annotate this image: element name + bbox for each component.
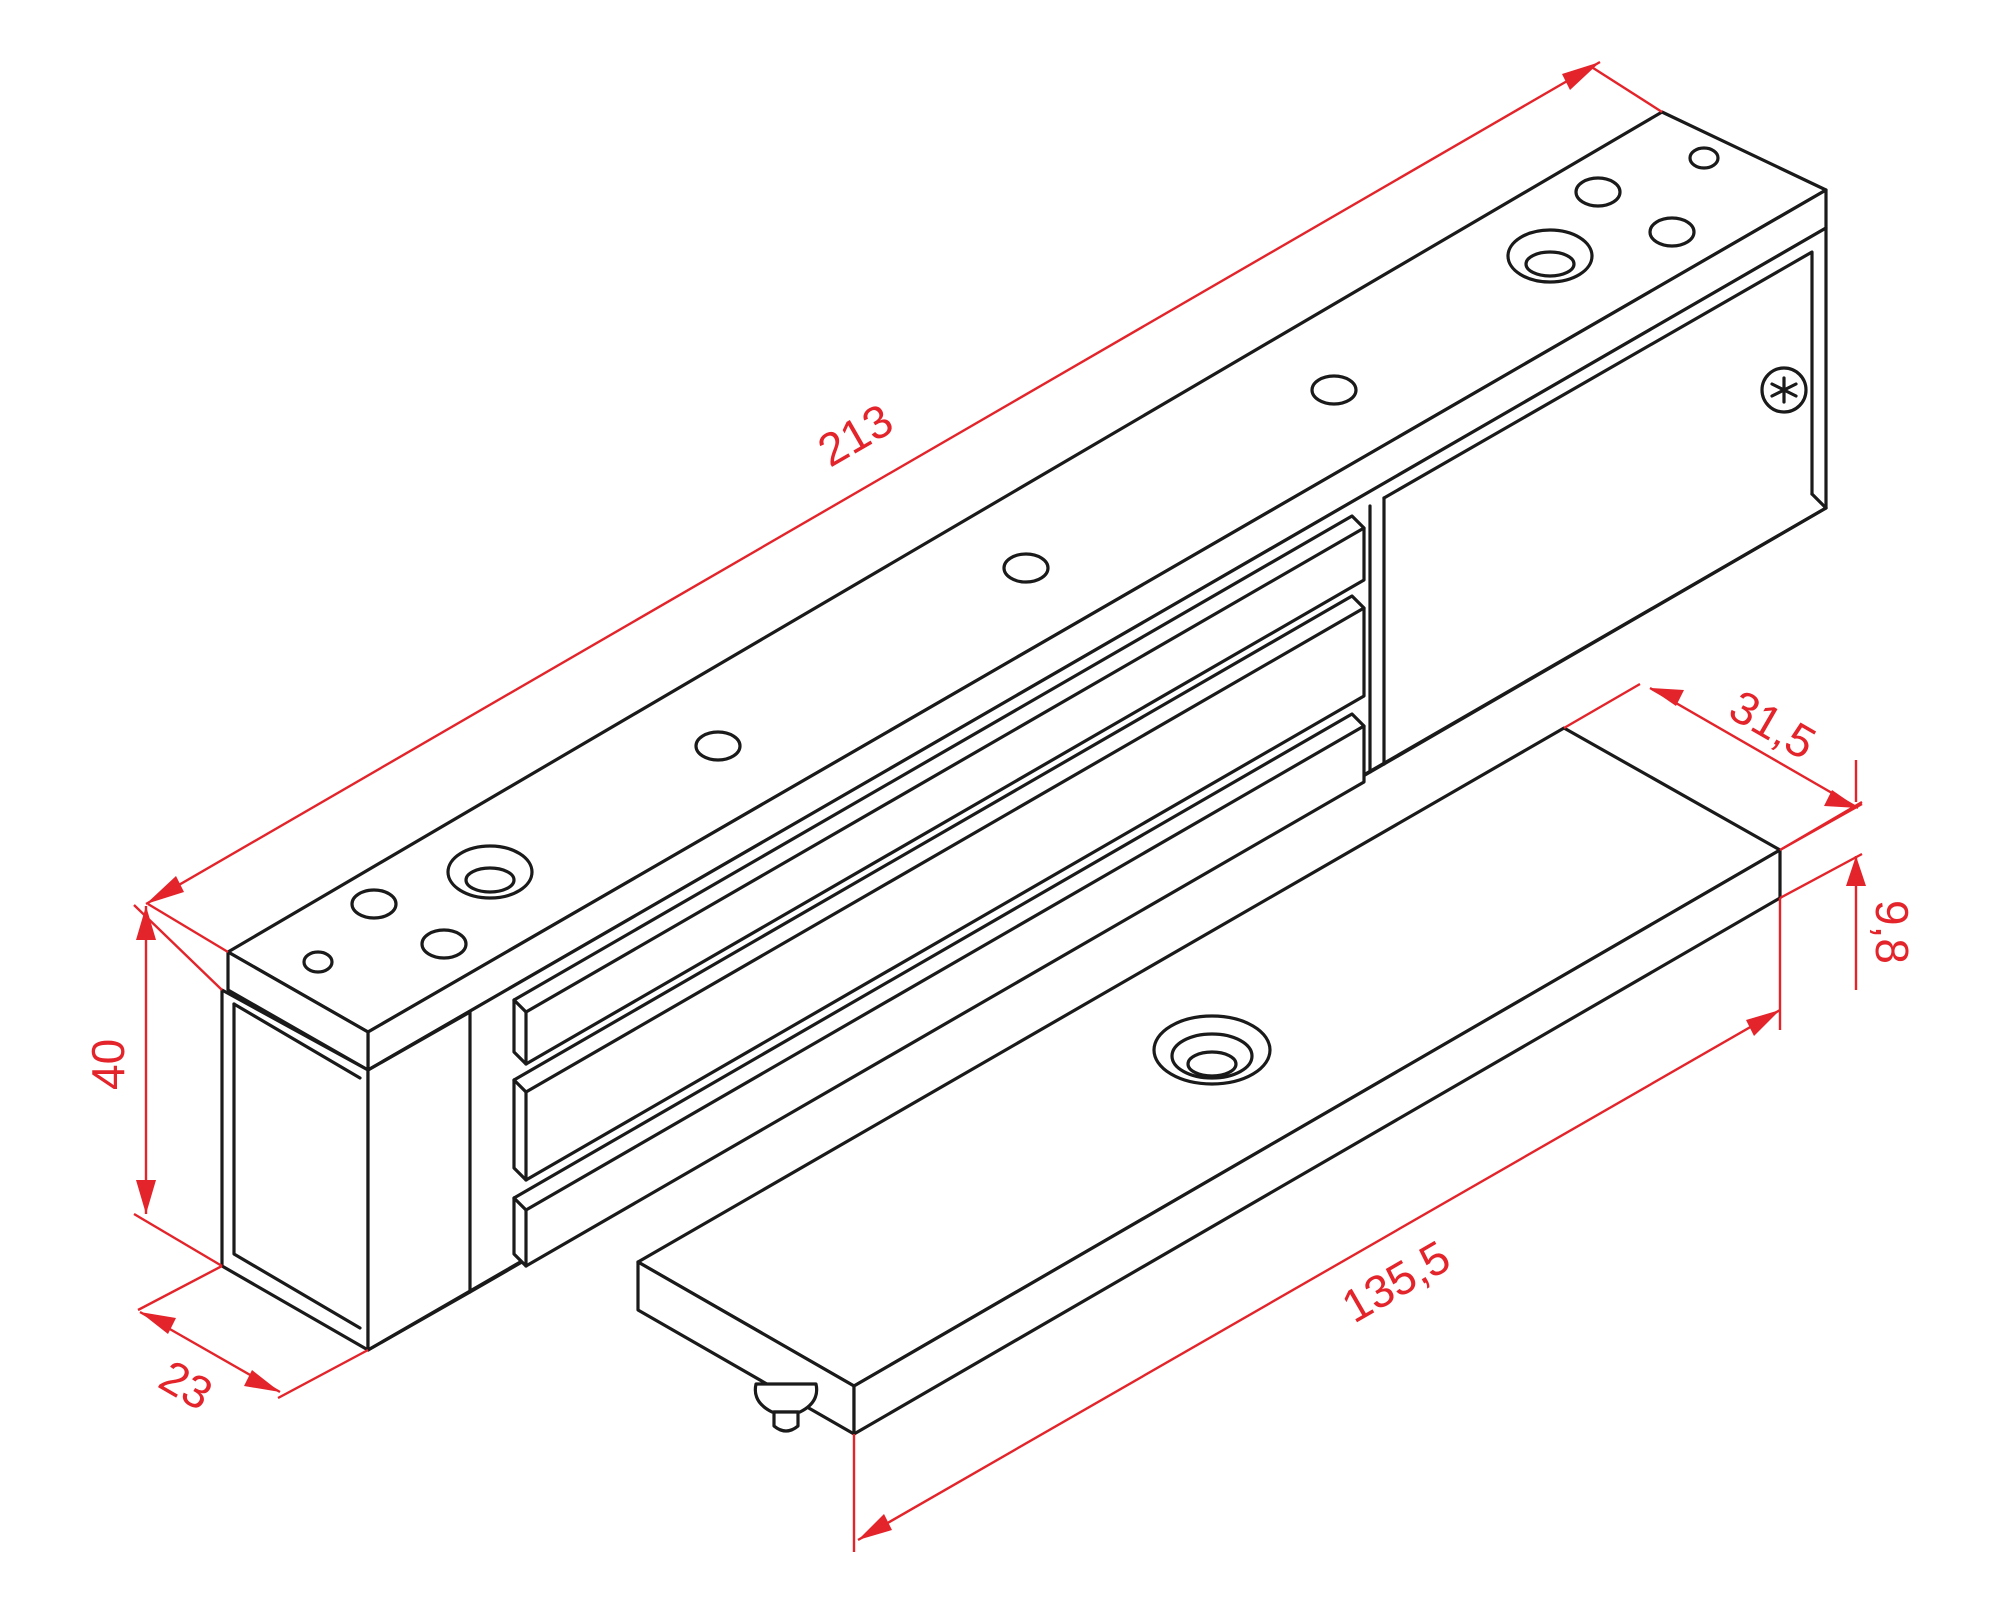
hole-small-2: [350, 888, 398, 920]
dim-plate-thickness-label: 9,8: [1866, 900, 1918, 964]
dim-width-label: 23: [151, 1350, 221, 1421]
dim-length-label: 213: [809, 393, 901, 476]
plate-countersunk-hole: [1152, 1014, 1272, 1086]
hole-small-6: [1688, 146, 1720, 170]
hole-mid-1: [694, 730, 742, 762]
dim-height-label: 40: [82, 1039, 134, 1090]
hole-small-5: [1648, 216, 1696, 248]
magnet-body: [220, 110, 1828, 1352]
hole-mid-3: [1310, 374, 1358, 406]
mounting-holes: [302, 146, 1720, 974]
plate-bolt: [753, 1382, 819, 1433]
countersunk-hole-left: [446, 844, 534, 900]
hole-small-3: [420, 928, 468, 960]
lamination-2: [512, 594, 1366, 1182]
dim-plate-length-label: 135,5: [1333, 1230, 1459, 1333]
hole-small-4: [1574, 176, 1622, 208]
dimension-lines: [133, 60, 1866, 1552]
hole-mid-2: [1002, 552, 1050, 584]
lamination-1: [512, 514, 1366, 1066]
hole-small-1: [302, 950, 334, 974]
armature-plate: [636, 726, 1782, 1436]
countersunk-hole-right: [1506, 228, 1594, 284]
dim-plate-width-label: 31,5: [1721, 680, 1825, 770]
lamination-3: [512, 712, 1366, 1268]
screw-icon: [1760, 366, 1808, 414]
